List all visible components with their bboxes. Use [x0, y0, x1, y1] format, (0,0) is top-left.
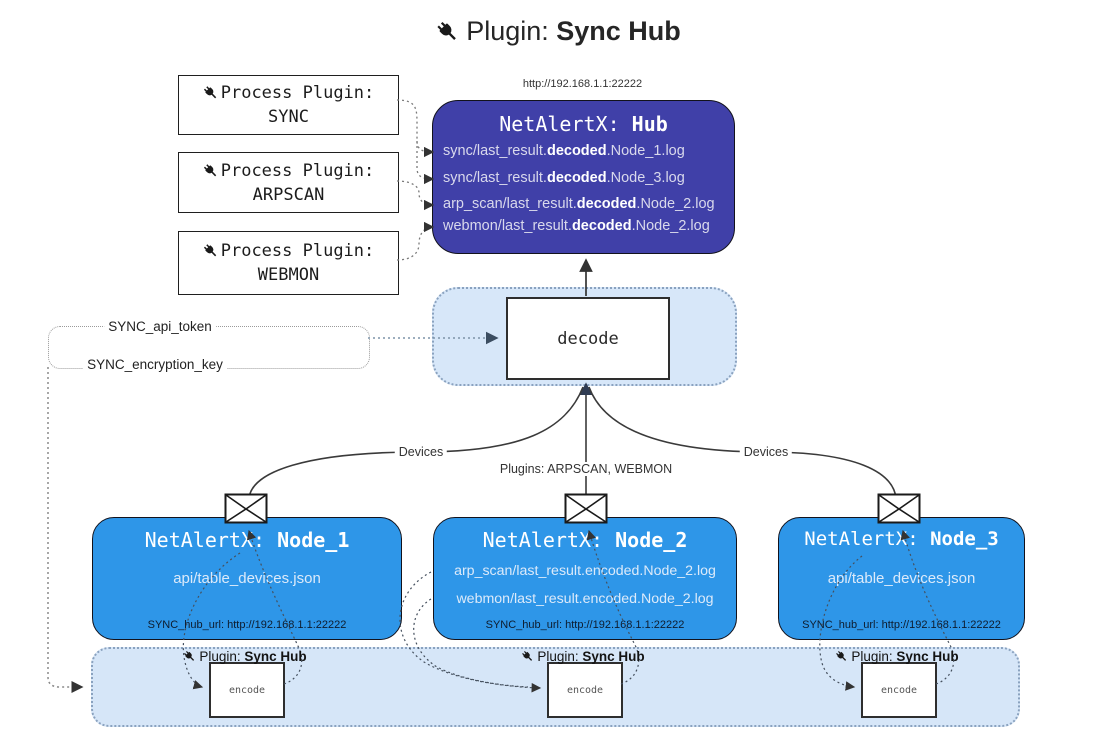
edge-arpscan-hub: [396, 180, 435, 211]
encode-box: encode: [861, 662, 937, 718]
sync-api-token-label: SYNC_api_token: [104, 319, 216, 334]
page-title-name: Sync Hub: [556, 16, 681, 46]
node-title: NetAlertX: Node_2: [482, 528, 688, 552]
plug-icon: [199, 240, 222, 263]
plug-icon: [431, 15, 465, 49]
hub-file: sync/last_result.decoded.Node_1.log: [443, 143, 685, 159]
edge-key-band: [47, 367, 84, 693]
hub-node: NetAlertX: Hub sync/last_result.decoded.…: [432, 100, 735, 254]
hub-title: NetAlertX: Hub: [499, 112, 668, 136]
edge-webmon-hub: [396, 221, 435, 261]
sync-hub-plugin-label: Plugin: Sync Hub: [833, 647, 959, 665]
sync-hub-url: SYNC_hub_url: http://192.168.1.1:22222: [485, 619, 685, 631]
plug-icon: [199, 159, 222, 182]
edge-sync-hub-2: [416, 141, 435, 185]
plug-icon: [833, 647, 851, 665]
process-plugin-label: Process Plugin:: [220, 160, 375, 181]
edge-sync-hub-1: [396, 99, 435, 158]
node-title: NetAlertX: Node_1: [144, 528, 350, 552]
page-title-prefix: Plugin:: [466, 16, 549, 46]
process-plugin-sync: Process Plugin: SYNC: [178, 75, 399, 135]
node-1: NetAlertX: Node_1 api/table_devices.json…: [92, 517, 402, 640]
hub-url-label: http://192.168.1.1:22222: [522, 78, 643, 90]
hub-file: webmon/last_result.decoded.Node_2.log: [443, 218, 710, 234]
edge-node3-decode: [588, 386, 897, 499]
process-plugin-name: WEBMON: [257, 265, 320, 285]
node-file: api/table_devices.json: [173, 570, 321, 587]
page-title: Plugin: Sync Hub: [0, 16, 1117, 47]
process-plugin-arpscan: Process Plugin: ARPSCAN: [178, 152, 399, 213]
process-plugin-label: Process Plugin:: [220, 83, 375, 103]
plugins-label: Plugins: ARPSCAN, WEBMON: [495, 462, 677, 476]
hub-file: arp_scan/last_result.decoded.Node_2.log: [443, 196, 715, 212]
devices-label-left: Devices: [394, 445, 448, 459]
node-3: NetAlertX: Node_3 api/table_devices.json…: [778, 517, 1025, 640]
plug-icon: [181, 647, 199, 665]
sync-hub-plugin-label: Plugin: Sync Hub: [181, 647, 307, 665]
envelope-icon: [564, 493, 608, 524]
sync-hub-url: SYNC_hub_url: http://192.168.1.1:22222: [147, 619, 347, 631]
envelope-icon: [224, 493, 268, 524]
node-file: webmon/last_result.encoded.Node_2.log: [456, 591, 714, 607]
hub-file: sync/last_result.decoded.Node_3.log: [443, 170, 685, 186]
process-plugin-label: Process Plugin:: [220, 241, 375, 261]
process-plugin-name: ARPSCAN: [252, 184, 325, 205]
edge-node1-decode: [248, 386, 584, 499]
node-file: arp_scan/last_result.encoded.Node_2.log: [454, 563, 716, 579]
encode-box: encode: [209, 662, 285, 718]
plug-icon: [199, 82, 222, 105]
node-2: NetAlertX: Node_2 arp_scan/last_result.e…: [433, 517, 737, 640]
node-file: api/table_devices.json: [827, 570, 976, 587]
sync-hub-plugin-label: Plugin: Sync Hub: [519, 647, 645, 665]
process-plugin-name: SYNC: [268, 107, 309, 127]
process-plugin-webmon: Process Plugin: WEBMON: [178, 231, 399, 295]
devices-label-right: Devices: [739, 445, 793, 459]
plug-icon: [519, 647, 537, 665]
node-title: NetAlertX: Node_3: [804, 528, 999, 550]
encode-box: encode: [547, 662, 623, 718]
decode-box: decode: [506, 297, 670, 380]
envelope-icon: [877, 493, 921, 524]
sync-hub-url: SYNC_hub_url: http://192.168.1.1:22222: [802, 619, 1001, 631]
sync-encryption-key-label: SYNC_encryption_key: [83, 357, 227, 372]
